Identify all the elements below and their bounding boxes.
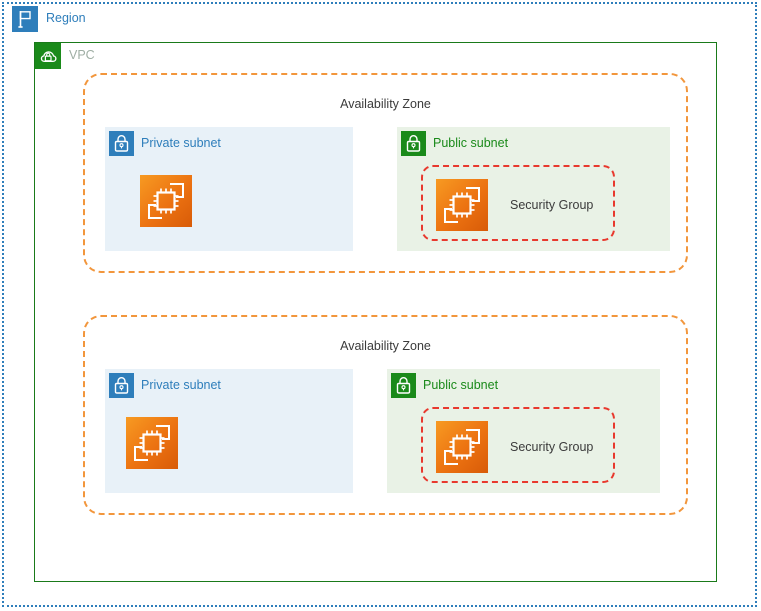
ec2-instance-icon[interactable] <box>126 417 178 469</box>
public-subnet-az1-label: Public subnet <box>433 136 509 150</box>
availability-zone-2-label: Availability Zone <box>340 339 431 353</box>
region-flag-icon <box>12 6 38 32</box>
region-label: Region <box>46 11 86 25</box>
availability-zone-1-label: Availability Zone <box>340 97 431 111</box>
private-subnet-az1-label: Private subnet <box>141 136 221 150</box>
vpc-cloud-lock-icon <box>35 43 61 69</box>
ec2-instance-icon[interactable] <box>436 421 488 473</box>
private-subnet-az2: Private subnet <box>105 369 353 493</box>
lock-icon <box>391 373 416 398</box>
availability-zone-1: Availability Zone Private subnet <box>83 73 688 273</box>
vpc-label: VPC <box>69 48 95 62</box>
lock-icon <box>109 373 134 398</box>
public-subnet-az1: Public subnet <box>397 127 670 251</box>
ec2-instance-icon[interactable] <box>140 175 192 227</box>
security-group-az1-label: Security Group <box>510 198 594 212</box>
lock-icon <box>401 131 426 156</box>
public-subnet-az2-label: Public subnet <box>423 378 499 392</box>
security-group-az1: Security Group <box>421 165 615 241</box>
lock-icon <box>109 131 134 156</box>
private-subnet-az1: Private subnet <box>105 127 353 251</box>
security-group-az2: Security Group <box>421 407 615 483</box>
security-group-az2-label: Security Group <box>510 440 594 454</box>
private-subnet-az2-label: Private subnet <box>141 378 221 392</box>
ec2-instance-icon[interactable] <box>436 179 488 231</box>
availability-zone-2: Availability Zone Private subnet <box>83 315 688 515</box>
vpc-boundary: VPC Availability Zone Private subnet <box>34 42 717 582</box>
public-subnet-az2: Public subnet <box>387 369 660 493</box>
